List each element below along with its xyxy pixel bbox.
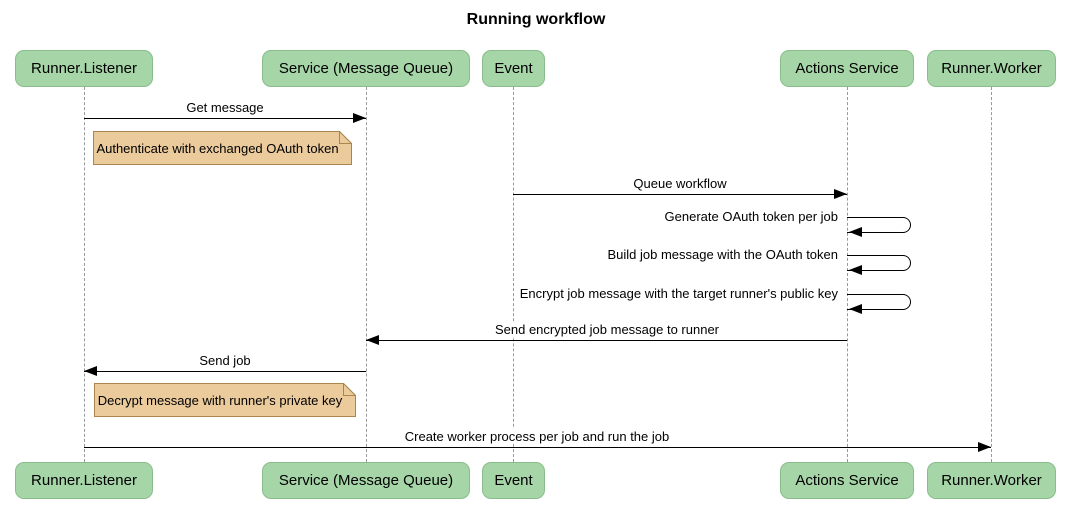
note-shape xyxy=(93,131,352,165)
actor-bottom-service-message-queue: Service (Message Queue) xyxy=(262,462,470,499)
message-label: Send encrypted job message to runner xyxy=(457,322,757,337)
message-line xyxy=(366,340,847,341)
lifeline-service-message-queue xyxy=(366,87,367,462)
message-line xyxy=(513,194,847,195)
note-decrypt: Decrypt message with runner's private ke… xyxy=(94,383,356,417)
self-loop-line xyxy=(847,294,911,310)
lifeline-runner-listener xyxy=(84,87,85,462)
arrowhead-left-icon xyxy=(849,227,862,237)
message-label: Queue workflow xyxy=(550,176,810,191)
note-fold-icon xyxy=(343,383,356,396)
actor-bottom-runner-worker: Runner.Worker xyxy=(927,462,1056,499)
lifeline-event xyxy=(513,87,514,462)
message-label: Send job xyxy=(95,353,355,368)
arrowhead-left-icon xyxy=(849,304,862,314)
note-text: Decrypt message with runner's private ke… xyxy=(97,392,343,408)
note-shape xyxy=(94,383,356,417)
note-authenticate: Authenticate with exchanged OAuth token xyxy=(93,131,352,165)
self-loop-line xyxy=(847,255,911,271)
note-text: Authenticate with exchanged OAuth token xyxy=(96,140,339,156)
arrowhead-left-icon xyxy=(849,265,862,275)
actor-top-runner-listener: Runner.Listener xyxy=(15,50,153,87)
message-line xyxy=(84,371,366,372)
arrowhead-left-icon xyxy=(366,335,379,345)
actor-bottom-event: Event xyxy=(482,462,545,499)
diagram-title: Running workflow xyxy=(466,11,606,28)
message-label: Generate OAuth token per job xyxy=(441,209,841,224)
message-label: Get message xyxy=(95,100,355,115)
arrowhead-left-icon xyxy=(84,366,97,376)
message-line xyxy=(84,447,991,448)
arrowhead-right-icon xyxy=(978,442,991,452)
actor-top-service-message-queue: Service (Message Queue) xyxy=(262,50,470,87)
actor-top-runner-worker: Runner.Worker xyxy=(927,50,1056,87)
note-fold-icon xyxy=(339,131,352,144)
arrowhead-right-icon xyxy=(353,113,366,123)
message-label: Encrypt job message with the target runn… xyxy=(441,286,841,301)
message-label: Create worker process per job and run th… xyxy=(387,429,687,444)
arrowhead-right-icon xyxy=(834,189,847,199)
lifeline-actions-service xyxy=(847,87,848,462)
actor-top-actions-service: Actions Service xyxy=(780,50,914,87)
message-label: Build job message with the OAuth token xyxy=(441,247,841,262)
lifeline-runner-worker xyxy=(991,87,992,462)
actor-bottom-runner-listener: Runner.Listener xyxy=(15,462,153,499)
self-loop-line xyxy=(847,217,911,233)
message-line xyxy=(84,118,366,119)
actor-bottom-actions-service: Actions Service xyxy=(780,462,914,499)
actor-top-event: Event xyxy=(482,50,545,87)
